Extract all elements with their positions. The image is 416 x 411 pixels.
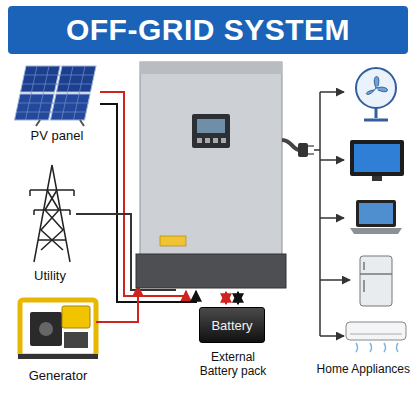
part-label: Utility xyxy=(34,268,66,283)
fridge-icon xyxy=(360,256,392,306)
battery-wires xyxy=(226,292,238,304)
part-label: Home Appliances xyxy=(317,362,410,376)
battery-box: BatteryExternal Battery pack xyxy=(199,307,265,343)
fan-icon xyxy=(356,68,396,120)
laptop-icon xyxy=(350,200,402,234)
pv-panel-icon xyxy=(15,66,96,126)
part-label: Generator xyxy=(29,368,88,383)
title: OFF-GRID SYSTEM xyxy=(66,13,350,47)
tv-icon xyxy=(350,140,404,181)
utility-tower-icon xyxy=(30,165,74,262)
part-label: PV panel xyxy=(31,128,84,143)
node-heading: Battery xyxy=(200,318,264,333)
node-caption: External Battery pack xyxy=(191,350,275,379)
generator-icon xyxy=(18,300,98,359)
title-band xyxy=(8,6,408,54)
inverter-icon xyxy=(136,62,314,288)
air-conditioner-icon xyxy=(346,322,406,352)
output-bus xyxy=(314,92,350,336)
